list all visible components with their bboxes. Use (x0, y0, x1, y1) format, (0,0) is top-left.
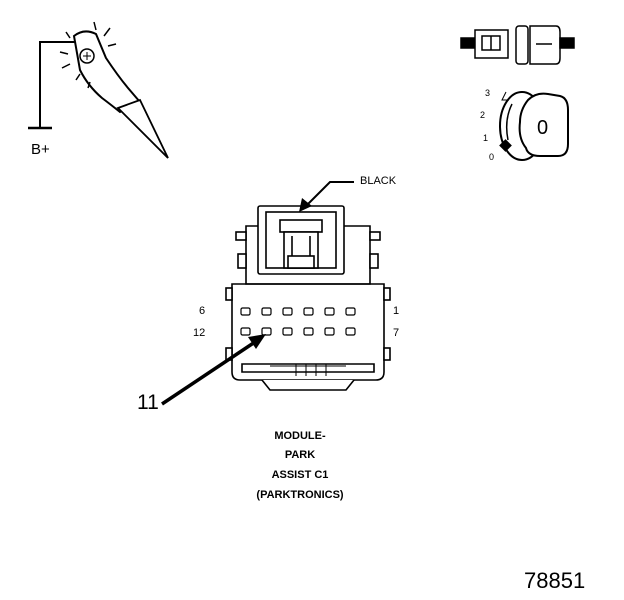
pin-label-7: 7 (393, 327, 400, 339)
caption-line-1: MODULE- (274, 430, 326, 442)
pin-8 (324, 327, 335, 336)
pin-6 (240, 307, 251, 316)
pin-label-6: 6 (199, 305, 206, 317)
callout-pin-label: 11 (137, 391, 159, 414)
pin-1 (345, 307, 356, 316)
ignition-key-icon (499, 91, 569, 161)
caption-line-3: ASSIST C1 (271, 469, 329, 481)
probe-label: B+ (31, 141, 50, 158)
pin-7 (345, 327, 356, 336)
black-wire-arrow (299, 181, 354, 212)
connector-disconnect-icon (460, 25, 575, 65)
connector-housing (225, 205, 391, 391)
pin-10 (282, 327, 293, 336)
pin-3 (303, 307, 314, 316)
wire-color-label: BLACK (360, 175, 397, 187)
key-position-0: 0 (489, 152, 495, 162)
key-position-2: 2 (480, 110, 486, 120)
caption-line-4: (PARKTRONICS) (256, 489, 344, 501)
pin-label-12: 12 (193, 327, 206, 339)
pin-2 (324, 307, 335, 316)
pin-9 (303, 327, 314, 336)
pin-4 (282, 307, 293, 316)
pin-cavities (240, 307, 356, 336)
pin-12 (240, 327, 251, 336)
test-light-probe-icon (28, 21, 169, 159)
key-position-1: 1 (483, 133, 489, 143)
figure-number: 78851 (524, 568, 586, 593)
pin-11 (261, 327, 272, 336)
caption-line-2: PARK (284, 449, 316, 461)
pin-label-1: 1 (393, 305, 400, 317)
pin-callout-arrow (161, 334, 266, 406)
key-position-3: 3 (485, 88, 491, 98)
pin-5 (261, 307, 272, 316)
key-letter: 0 (537, 117, 549, 139)
